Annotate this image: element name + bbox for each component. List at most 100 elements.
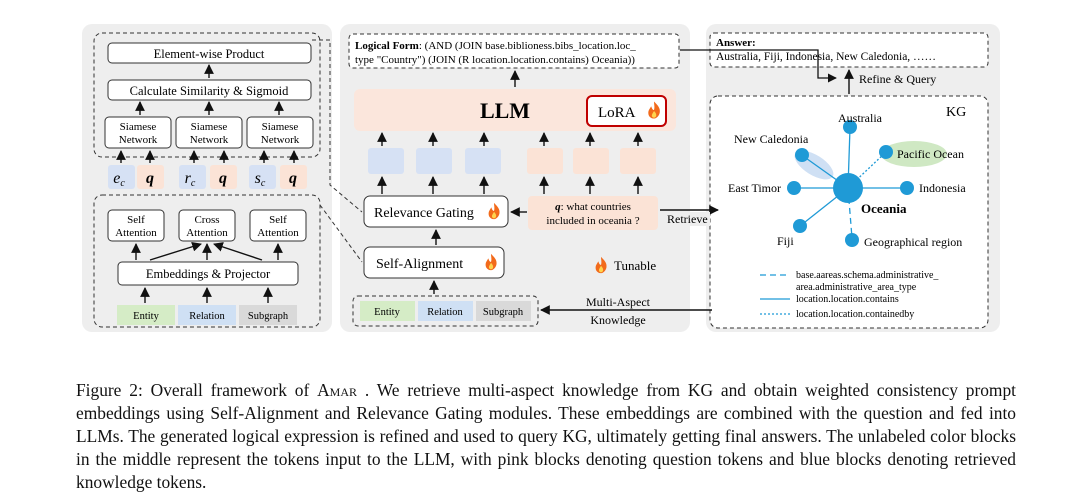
indonesia-node bbox=[900, 181, 914, 195]
legend-text: area.administrative_area_type bbox=[796, 282, 917, 293]
arrow bbox=[149, 241, 202, 261]
logical-form-to-query-connector bbox=[680, 49, 837, 83]
token-q bbox=[280, 165, 307, 189]
subgraph-block bbox=[239, 305, 297, 325]
fiji-node bbox=[793, 219, 807, 233]
embeddings-projector-label: Embeddings & Projector bbox=[146, 267, 271, 281]
entity-block bbox=[360, 301, 415, 321]
australia-node bbox=[843, 120, 857, 134]
token-q-label: q bbox=[146, 170, 154, 187]
pacific-ocean-highlight bbox=[881, 141, 947, 167]
question-line2: included in oceania ? bbox=[546, 215, 639, 227]
entity-label: Entity bbox=[133, 311, 159, 322]
relation-block bbox=[178, 305, 236, 325]
logical-form-line1: Logical Form: (AND (JOIN base.biblioness… bbox=[355, 40, 636, 52]
indonesia-label: Indonesia bbox=[919, 181, 966, 195]
oceania-node bbox=[833, 173, 863, 203]
fiji-label: Fiji bbox=[777, 234, 794, 248]
token-ec-label: ec bbox=[113, 170, 125, 189]
legend-text: location.location.containedby bbox=[796, 309, 914, 320]
cross-line1: Cross bbox=[194, 214, 219, 226]
logical-form-line2: type "Country") (JOIN (R location.locati… bbox=[355, 54, 635, 66]
cross-attention-box bbox=[178, 209, 236, 242]
self-alignment-label: Self-Alignment bbox=[376, 257, 463, 272]
geographical-region-label: Geographical region bbox=[864, 235, 962, 249]
llm-label: LLM bbox=[480, 98, 530, 123]
new-caledonia-label: New Caledonia bbox=[734, 132, 809, 146]
question-token-block bbox=[573, 148, 609, 174]
logical-form-box bbox=[348, 33, 680, 69]
left-panel-bg bbox=[82, 24, 332, 332]
self-line1: Self bbox=[269, 214, 287, 226]
siamese-network-box-2 bbox=[175, 116, 243, 149]
geographical-region-node bbox=[845, 233, 859, 247]
knowledge-token-block bbox=[368, 148, 404, 174]
token-q bbox=[210, 165, 237, 189]
left-to-gating-connector bbox=[312, 39, 363, 213]
relation-block bbox=[418, 301, 473, 321]
token-sc bbox=[249, 165, 276, 189]
pacific-ocean-label: Pacific Ocean bbox=[897, 147, 964, 161]
left-panel: Element-wise Product Calculate Similarit… bbox=[82, 24, 332, 332]
entity-label: Entity bbox=[374, 307, 400, 318]
framework-diagram: Element-wise Product Calculate Similarit… bbox=[82, 24, 1000, 332]
question-token-block bbox=[620, 148, 656, 174]
retrieve-label-bg bbox=[664, 212, 710, 226]
self-attention-box-1 bbox=[107, 209, 165, 242]
self-line1: Self bbox=[127, 214, 145, 226]
refine-query-label: Refine & Query bbox=[859, 72, 936, 86]
caption-body: . We retrieve multi-aspect knowledge fro… bbox=[76, 380, 1016, 493]
attention-label: Attention bbox=[186, 227, 228, 239]
legend-text: location.location.contains bbox=[796, 294, 899, 305]
self-alignment-box bbox=[363, 246, 505, 279]
siamese-line1: Siamese bbox=[262, 121, 299, 133]
new-caledonia-node bbox=[795, 148, 809, 162]
answer-text: Australia, Fiji, Indonesia, New Caledoni… bbox=[716, 51, 936, 63]
attention-label: Attention bbox=[257, 227, 299, 239]
upper-dashed-box bbox=[93, 32, 321, 158]
relevance-gating-label: Relevance Gating bbox=[374, 206, 474, 221]
answer-label: Answer: bbox=[716, 37, 756, 49]
middle-panel: Logical Form: (AND (JOIN base.biblioness… bbox=[340, 24, 690, 332]
right-panel: Answer: Australia, Fiji, Indonesia, New … bbox=[706, 24, 1000, 332]
knowledge-label: Knowledge bbox=[590, 313, 645, 327]
siamese-line2: Network bbox=[190, 134, 229, 146]
self-attention-box-2 bbox=[249, 209, 307, 242]
element-wise-product-box bbox=[107, 42, 312, 64]
subgraph-label: Subgraph bbox=[248, 311, 289, 322]
subgraph-block bbox=[476, 301, 531, 321]
figure-caption: Figure 2: Overall framework of Amar . We… bbox=[76, 379, 1016, 494]
token-ec bbox=[108, 165, 135, 189]
multi-aspect-label: Multi-Aspect bbox=[586, 295, 651, 309]
token-rc bbox=[179, 165, 206, 189]
question-line1: q: what countries bbox=[555, 201, 631, 213]
attention-label: Attention bbox=[115, 227, 157, 239]
multi-aspect-label-bg bbox=[578, 296, 658, 307]
subgraph-label: Subgraph bbox=[483, 307, 524, 318]
legend-text: base.aareas.schema.administrative_ bbox=[796, 270, 939, 281]
question-token-block bbox=[527, 148, 563, 174]
embeddings-projector-box bbox=[117, 261, 299, 286]
token-q-label: q bbox=[289, 170, 297, 187]
siamese-network-box-1 bbox=[104, 116, 172, 149]
siamese-network-box-3 bbox=[246, 116, 314, 149]
siamese-line2: Network bbox=[119, 134, 158, 146]
relation-label: Relation bbox=[427, 307, 463, 318]
relation-label: Relation bbox=[189, 311, 225, 322]
kg-edge bbox=[847, 187, 853, 239]
lora-label: LoRA bbox=[598, 105, 636, 121]
question-box bbox=[528, 196, 658, 230]
caption-prefix: Figure 2: Overall framework of bbox=[76, 380, 318, 401]
knowledge-token-block bbox=[416, 148, 452, 174]
siamese-line1: Siamese bbox=[191, 121, 228, 133]
australia-label: Australia bbox=[838, 111, 883, 125]
relevance-gating-box bbox=[363, 195, 509, 228]
arrow bbox=[213, 242, 263, 261]
calc-similarity-box bbox=[107, 79, 312, 101]
element-wise-product-label: Element-wise Product bbox=[154, 47, 265, 61]
lora-box bbox=[586, 95, 667, 127]
token-q-label: q bbox=[219, 170, 227, 187]
siamese-line2: Network bbox=[261, 134, 300, 146]
knowledge-token-block bbox=[465, 148, 501, 174]
kg-label: KG bbox=[946, 105, 966, 120]
